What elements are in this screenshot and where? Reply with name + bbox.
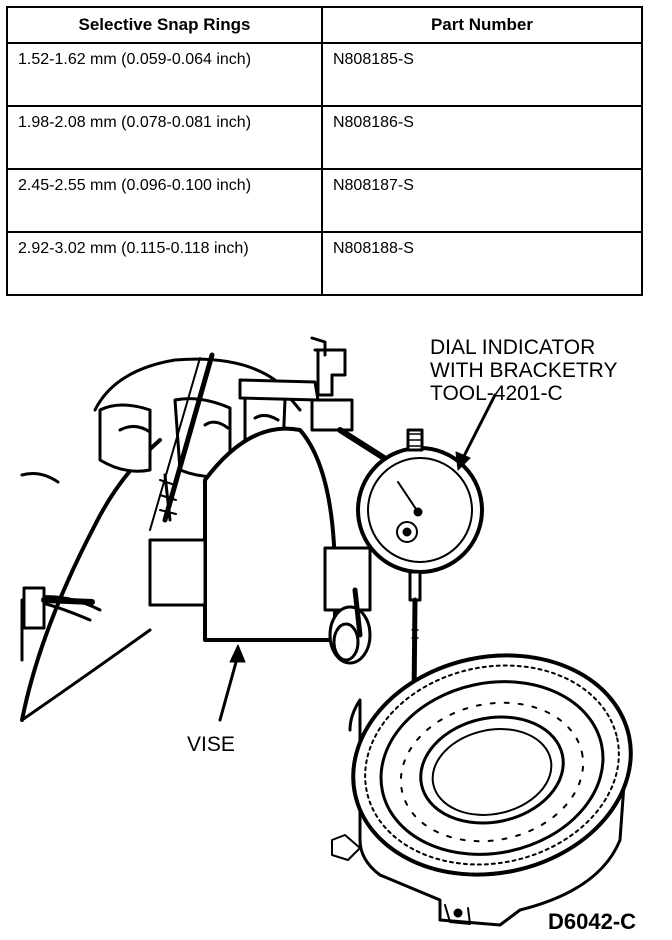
dial-indicator-figure: DIAL INDICATOR WITH BRACKETRY TOOL-4201-… bbox=[0, 300, 672, 940]
dial-indicator-label: DIAL INDICATOR WITH BRACKETRY TOOL-4201-… bbox=[430, 336, 618, 405]
header-part-number: Part Number bbox=[320, 6, 644, 44]
part-number-cell: N808186-S bbox=[320, 105, 644, 170]
part-number-cell: N808187-S bbox=[320, 168, 644, 233]
vise-leader bbox=[218, 644, 246, 722]
illustration bbox=[20, 336, 633, 927]
dial-leader bbox=[455, 393, 497, 471]
vise-drawing bbox=[93, 336, 398, 665]
vise-label: VISE bbox=[187, 733, 235, 756]
snap-ring-table: Selective Snap Rings Part Number 1.52-1.… bbox=[6, 6, 644, 296]
table-row: 1.52-1.62 mm (0.059-0.064 inch) N808185-… bbox=[6, 42, 644, 107]
table-row: 2.45-2.55 mm (0.096-0.100 inch) N808187-… bbox=[6, 168, 644, 233]
part-number-cell: N808185-S bbox=[320, 42, 644, 107]
table-row: 2.92-3.02 mm (0.115-0.118 inch) N808188-… bbox=[6, 231, 644, 296]
ring-size-cell: 2.45-2.55 mm (0.096-0.100 inch) bbox=[6, 168, 323, 233]
header-selective-snap-rings: Selective Snap Rings bbox=[6, 6, 323, 44]
ring-size-cell: 2.92-3.02 mm (0.115-0.118 inch) bbox=[6, 231, 323, 296]
figure-id: D6042-C bbox=[548, 909, 637, 934]
housing-drawing bbox=[20, 438, 162, 722]
part-number-cell: N808188-S bbox=[320, 231, 644, 296]
ring-size-cell: 1.98-2.08 mm (0.078-0.081 inch) bbox=[6, 105, 323, 170]
ring-size-cell: 1.52-1.62 mm (0.059-0.064 inch) bbox=[6, 42, 323, 107]
gear-assembly-drawing bbox=[331, 653, 633, 927]
table-header-row: Selective Snap Rings Part Number bbox=[6, 6, 644, 44]
table-row: 1.98-2.08 mm (0.078-0.081 inch) N808186-… bbox=[6, 105, 644, 170]
